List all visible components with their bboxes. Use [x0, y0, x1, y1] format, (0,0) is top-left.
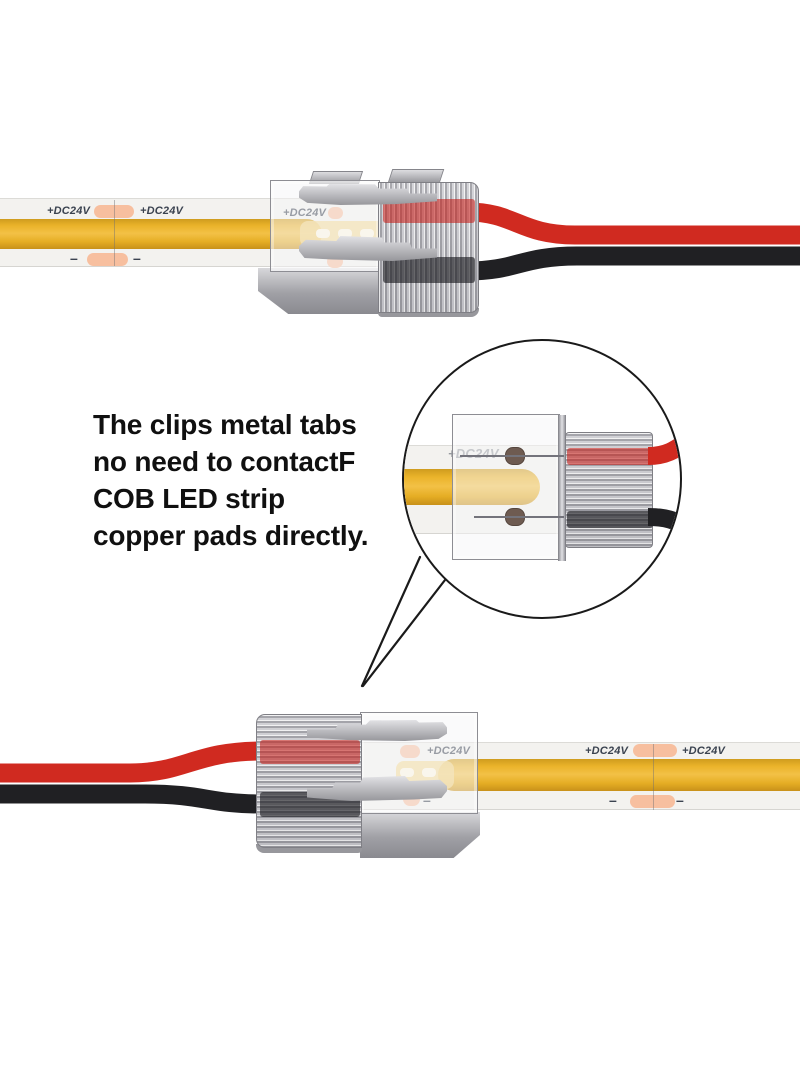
- annotation-line: no need to contactF: [93, 446, 356, 477]
- annotation-text: The clips metal tabs no need to contactF…: [93, 406, 369, 554]
- black-wire-top: [466, 246, 800, 281]
- annotation-line: The clips metal tabs: [93, 409, 357, 440]
- magnified-clear-cover: [452, 414, 560, 560]
- connector-base: [256, 844, 362, 853]
- red-wire-bottom: [0, 741, 263, 783]
- wires-top: [466, 202, 800, 281]
- copper-pad: [94, 205, 134, 218]
- copper-pad: [630, 795, 675, 808]
- wires-bottom: [0, 741, 263, 814]
- minus-label: –: [133, 250, 141, 266]
- black-wire-bottom: [0, 784, 263, 814]
- magnified-red-wire-band: [567, 448, 653, 465]
- magnified-red-wire: [647, 435, 680, 465]
- magnified-wires: [460, 435, 680, 534]
- red-wire-top: [466, 202, 800, 245]
- annotation-line: COB LED strip: [93, 483, 285, 514]
- pointer-line: [360, 555, 447, 688]
- minus-label: –: [609, 792, 617, 808]
- clip-pin-line: [460, 455, 564, 518]
- dc24v-label: +DC24V: [682, 745, 726, 757]
- strip-cut-line: [653, 744, 654, 810]
- annotation-line: copper pads directly.: [93, 520, 369, 551]
- magnifier-pointer-lines: [360, 555, 447, 688]
- magnifier-circle: +DC24V: [402, 339, 682, 619]
- red-wire-through-housing: [260, 740, 360, 764]
- copper-pad: [87, 253, 128, 266]
- metal-clip-tab: [299, 184, 437, 205]
- connector-base-skirt: [258, 268, 384, 314]
- black-wire-through-housing: [383, 257, 475, 283]
- metal-tab-top-edge: [387, 169, 445, 183]
- magnified-black-wire: [647, 508, 680, 534]
- dc24v-label: +DC24V: [140, 205, 184, 217]
- cob-stripe-bottom: [438, 759, 800, 791]
- strip-cut-line: [114, 200, 115, 266]
- connector-base-skirt: [360, 812, 480, 858]
- minus-label: –: [70, 250, 78, 266]
- cob-stripe-top: [0, 219, 322, 249]
- copper-pad: [633, 744, 677, 757]
- minus-label: –: [676, 792, 684, 808]
- dc24v-label: +DC24V: [47, 205, 91, 217]
- dc24v-label: +DC24V: [585, 745, 629, 757]
- magnified-black-wire-band: [567, 511, 653, 528]
